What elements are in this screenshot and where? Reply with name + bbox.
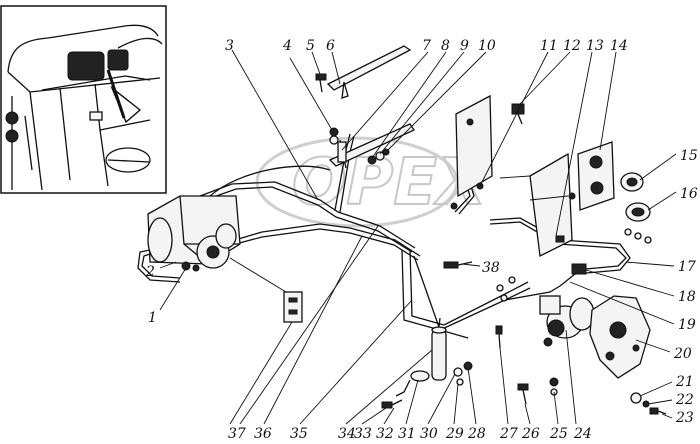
label-13: 13 <box>586 38 604 54</box>
part-6-strap <box>326 45 412 99</box>
part-24-compressor <box>539 295 595 347</box>
label-11: 11 <box>540 38 558 54</box>
label-34: 34 <box>338 426 356 442</box>
label-18: 18 <box>678 289 696 305</box>
label-25: 25 <box>549 426 568 442</box>
part-11-panel <box>450 94 493 210</box>
label-31: 31 <box>398 426 416 442</box>
label-7: 7 <box>422 38 431 54</box>
bolt-33 <box>381 399 403 409</box>
label-27: 27 <box>499 426 518 442</box>
label-6: 6 <box>326 38 335 54</box>
label-22: 22 <box>675 392 694 408</box>
label-26: 26 <box>521 426 540 442</box>
part-12-switch <box>511 103 525 125</box>
fastener-26 <box>517 383 529 405</box>
label-16: 16 <box>680 186 698 202</box>
label-29: 29 <box>445 426 464 442</box>
part-13-shroud <box>499 152 573 257</box>
label-2: 2 <box>145 264 155 280</box>
label-24: 24 <box>573 426 592 442</box>
label-15: 15 <box>680 148 698 164</box>
part-labels: 1 2 3 4 5 6 7 8 9 10 11 12 13 14 15 16 1… <box>145 38 698 442</box>
label-14: 14 <box>610 38 628 54</box>
small-washers <box>624 228 652 244</box>
label-28: 28 <box>467 426 486 442</box>
label-23: 23 <box>675 410 694 426</box>
part-14-plate <box>568 141 615 211</box>
part-34-receiver <box>431 317 447 381</box>
label-35: 35 <box>290 426 308 442</box>
part-16-grommet <box>625 202 651 222</box>
label-12: 12 <box>563 38 581 54</box>
label-32: 32 <box>376 426 394 442</box>
label-5: 5 <box>306 38 315 54</box>
evaporator-unit <box>147 195 241 272</box>
fittings-38 <box>443 261 516 302</box>
fastener-27 <box>495 325 503 349</box>
label-10: 10 <box>478 38 496 54</box>
label-33: 33 <box>354 426 372 442</box>
label-9: 9 <box>460 38 469 54</box>
label-21: 21 <box>675 374 694 390</box>
label-1: 1 <box>148 310 157 326</box>
label-19: 19 <box>678 317 696 333</box>
label-20: 20 <box>673 346 692 362</box>
washers-28-30 <box>453 361 473 386</box>
part-15-grommet <box>620 172 644 192</box>
leader-lines <box>159 49 677 425</box>
part-7-bracket <box>328 123 415 169</box>
label-36: 36 <box>254 426 272 442</box>
label-30: 30 <box>420 426 438 442</box>
part-18-clamp <box>571 263 587 275</box>
label-8: 8 <box>441 38 450 54</box>
part-20-bracket <box>589 295 651 379</box>
fasteners-4-5 <box>315 73 390 165</box>
part-37-sensor <box>229 257 303 323</box>
label-4: 4 <box>282 38 292 54</box>
watermark-logo: OPEX <box>255 136 490 228</box>
label-37: 37 <box>228 426 246 442</box>
label-3: 3 <box>225 38 234 54</box>
inset-cab-view <box>0 5 167 194</box>
part-31-clamp <box>395 370 430 397</box>
label-38: 38 <box>482 260 500 276</box>
label-17: 17 <box>678 259 696 275</box>
